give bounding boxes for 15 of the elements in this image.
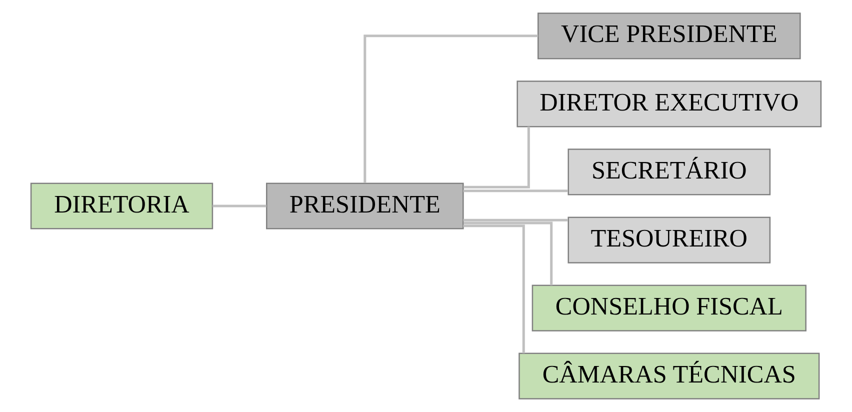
connector: [463, 190, 568, 192]
node-box: VICE PRESIDENTE: [538, 12, 801, 60]
connector: [463, 218, 568, 222]
node-box: PRESIDENTE: [266, 182, 464, 230]
connector: [364, 34, 538, 184]
connector: [463, 224, 525, 354]
connector: [464, 222, 553, 286]
connector: [463, 126, 530, 188]
node-box: SECRETÁRIO: [568, 148, 771, 196]
node-box: CÂMARAS TÉCNICAS: [518, 352, 820, 400]
node-box: DIRETORIA: [30, 182, 214, 230]
connector: [212, 204, 266, 208]
node-box: DIRETOR EXECUTIVO: [516, 80, 822, 128]
node-box: CONSELHO FISCAL: [532, 284, 806, 332]
node-box: TESOUREIRO: [568, 216, 771, 264]
